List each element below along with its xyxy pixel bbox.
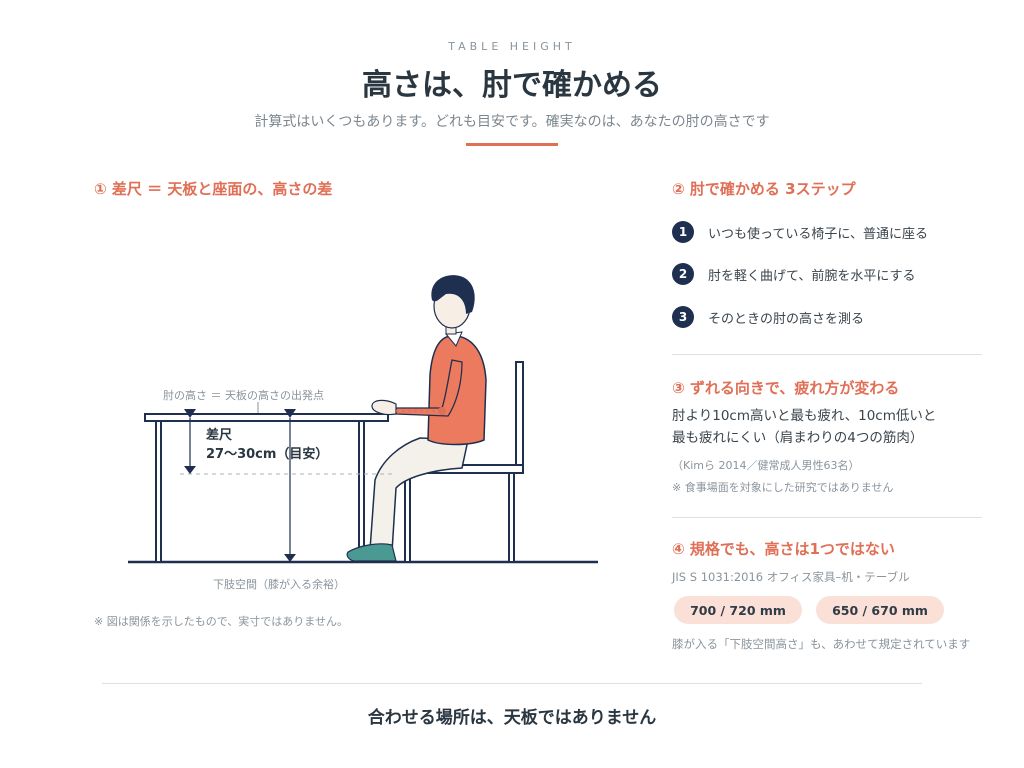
sashaku-arrow — [184, 409, 196, 474]
step-item: 3 そのときの肘の高さを測る — [672, 306, 864, 328]
section-divider — [672, 517, 982, 518]
footer-message: 合わせる場所は、天板ではありません — [367, 708, 657, 728]
legroom-label: 下肢空間（膝が入る余裕） — [213, 578, 345, 591]
eyebrow-label: TABLE HEIGHT — [448, 40, 576, 53]
person-shoe — [346, 543, 397, 562]
elbow-point — [438, 407, 446, 415]
fatigue-heading: ③ ずれる向きで、疲れ方が変わる — [672, 379, 900, 397]
table-illustration — [144, 413, 389, 563]
sashaku-range: 27〜30cm（目安） — [206, 447, 329, 462]
step-item: 2 肘を軽く曲げて、前腕を水平にする — [672, 263, 915, 285]
person-hand — [371, 399, 397, 416]
step-text: そのときの肘の高さを測る — [708, 311, 865, 327]
chair-leg-back — [508, 472, 515, 563]
sashaku-label: 差尺 — [206, 428, 233, 443]
person-legs — [369, 437, 469, 553]
footer-divider — [102, 683, 922, 684]
table-leg-right — [358, 420, 365, 563]
jis-standard-label: JIS S 1031:2016 オフィス家具–机・テーブル — [672, 570, 910, 584]
elbow-height-label: 肘の高さ ＝ 天板の高さの出発点 — [163, 389, 324, 402]
chair-leg-front — [404, 472, 411, 563]
standard-note: 膝が入る「下肢空間高さ」も、あわせて規定されています — [672, 637, 971, 651]
step-number-badge: 3 — [672, 306, 694, 328]
step-text: いつも使っている椅子に、普通に座る — [708, 226, 928, 242]
page-subtitle: 計算式はいくつもあります。どれも目安です。確実なのは、あなたの肘の高さです — [254, 114, 770, 130]
title-underline — [466, 143, 558, 146]
table-top — [144, 413, 389, 422]
table-height-arrow — [284, 409, 296, 562]
height-pill: 700 / 720 mm — [674, 596, 802, 624]
seated-person-illustration — [346, 275, 487, 562]
fatigue-line-2: 最も疲れにくい（肩まわりの4つの筋肉） — [672, 430, 924, 446]
chair-back — [515, 361, 524, 473]
step-number-badge: 1 — [672, 221, 694, 243]
page-title: 高さは、肘で確かめる — [362, 68, 662, 103]
section-divider — [672, 354, 982, 355]
step-text: 肘を軽く曲げて、前腕を水平にする — [708, 268, 916, 284]
diagram-note: ※ 図は関係を示したもので、実寸ではありません。 — [94, 615, 348, 628]
step-number-badge: 2 — [672, 263, 694, 285]
fatigue-line-1: 肘より10cm高いと最も疲れ、10cm低いと — [672, 408, 937, 424]
fatigue-note: ※ 食事場面を対象にした研究ではありません — [672, 481, 894, 494]
diagram-heading: ① 差尺 ＝ 天板と座面の、高さの差 — [94, 180, 333, 198]
standard-heading: ④ 規格でも、高さは1つではない — [672, 540, 895, 558]
step-item: 1 いつも使っている椅子に、普通に座る — [672, 221, 928, 243]
steps-heading: ② 肘で確かめる 3ステップ — [672, 180, 856, 198]
table-leg-left — [155, 420, 162, 563]
height-pill: 650 / 670 mm — [816, 596, 944, 624]
fatigue-citation: （Kimら 2014／健常成人男性63名） — [672, 459, 860, 472]
person-hair — [431, 275, 475, 314]
